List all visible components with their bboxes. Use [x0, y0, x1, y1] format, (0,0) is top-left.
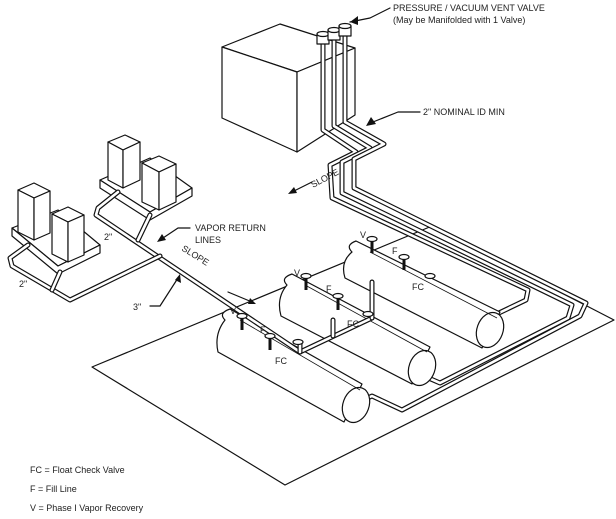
- label-f-back: F: [392, 246, 398, 256]
- legend: FC = Float Check Valve F = Fill Line V =…: [30, 461, 143, 518]
- label-fc-front: FC: [275, 356, 287, 366]
- legend-item-f: F = Fill Line: [30, 484, 77, 494]
- callout-arrows: [149, 7, 421, 307]
- fitting-v-front: [236, 312, 248, 330]
- fitting-fc-back: [424, 272, 436, 280]
- label-slope-lower: SLOPE: [180, 243, 211, 267]
- label-f-front: F: [260, 325, 266, 335]
- tank-front: [216, 308, 371, 424]
- label-fc-back: FC: [412, 282, 424, 292]
- label-3in: 3": [133, 302, 141, 312]
- dispenser-island-right: [99, 134, 193, 221]
- label-slope-upper: SLOPE: [309, 167, 340, 190]
- vent-valve-1: [316, 30, 330, 45]
- tank-middle: [278, 273, 437, 387]
- callout-vent-valve: PRESSURE / VACUUM VENT VALVE (May be Man…: [393, 2, 545, 26]
- label-v-back: V: [360, 230, 366, 240]
- callout-vent-valve-line1: PRESSURE / VACUUM VENT VALVE: [393, 3, 545, 13]
- vent-valve-2: [327, 26, 341, 41]
- fitting-v-back: [366, 235, 378, 253]
- callout-vapor-return-line2: LINES: [195, 235, 222, 245]
- callout-nominal-id: 2" NOMINAL ID MIN: [423, 107, 505, 117]
- fitting-f-back: [398, 253, 410, 270]
- fitting-f-middle: [332, 292, 344, 310]
- pressure-vacuum-vent-valves[interactable]: [316, 22, 352, 45]
- callout-vapor-return-line1: VAPOR RETURN: [195, 223, 266, 233]
- callout-vapor-return: VAPOR RETURN LINES: [195, 222, 266, 246]
- fitting-fc-front: [292, 338, 304, 346]
- label-f-middle: F: [326, 284, 332, 294]
- tank-fittings: [236, 235, 436, 350]
- legend-item-v: V = Phase I Vapor Recovery: [30, 503, 144, 513]
- dispenser-island-left: [11, 182, 101, 275]
- fitting-v-middle: [300, 272, 312, 290]
- vapor-return-lines: [7, 189, 375, 355]
- tank-back: [342, 240, 505, 349]
- label-v-front: V: [230, 306, 236, 316]
- label-2in-lower: 2": [19, 279, 27, 289]
- vent-valve-3: [338, 22, 352, 37]
- label-fc-middle: FC: [347, 319, 359, 329]
- fitting-f-front: [264, 332, 276, 350]
- callout-vent-valve-line2: (May be Manifolded with 1 Valve): [393, 15, 526, 25]
- label-2in-upper: 2": [104, 232, 112, 242]
- label-v-middle: V: [294, 268, 300, 278]
- legend-item-fc: FC = Float Check Valve: [30, 465, 125, 475]
- tank-slab: [91, 225, 615, 486]
- fitting-fc-middle: [362, 310, 374, 318]
